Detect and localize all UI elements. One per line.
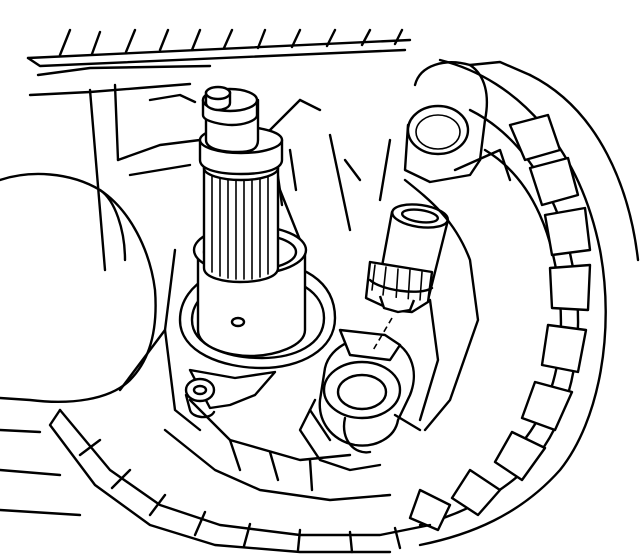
bottom-ribbed-flange [0,408,432,554]
speed-sensor-connector [364,203,450,314]
top-housing-ribs [26,28,412,68]
retaining-bracket [184,368,277,419]
left-housing-webbing [28,64,392,272]
assembly-dashed-line [371,317,393,353]
right-housing-face [403,148,512,432]
mounting-boss [403,60,532,184]
rim-rib-pockets [408,113,592,532]
left-cylindrical-housing [0,172,177,403]
splined-input-shaft [198,85,284,284]
lower-webbing [163,328,352,492]
shift-fork [298,328,422,472]
